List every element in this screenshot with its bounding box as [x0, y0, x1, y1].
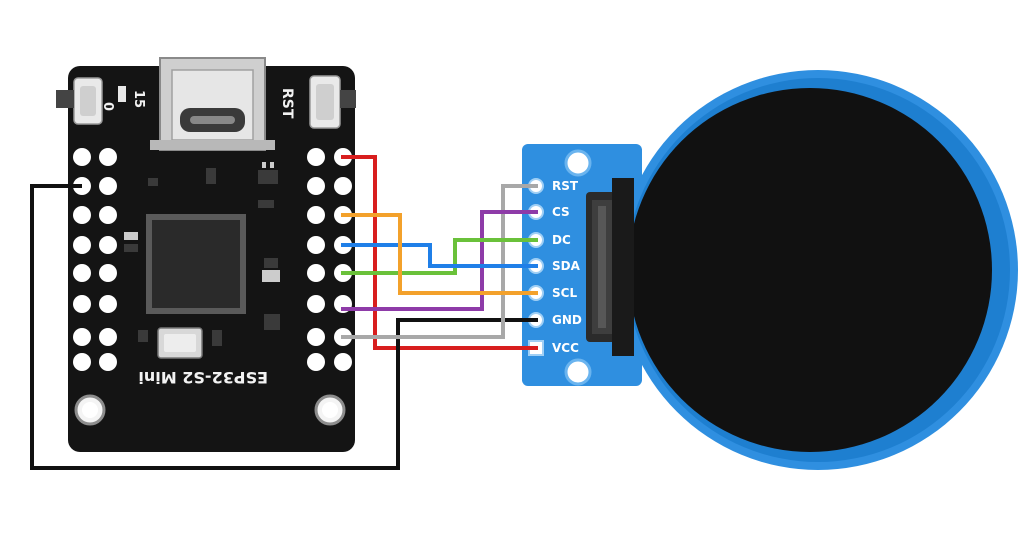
round-display-module: RST CS DC SDA SCL GND VCC — [522, 70, 1018, 470]
boot-button-number: 15 — [131, 90, 146, 108]
esp-pin-pad — [334, 177, 352, 195]
wire-sda — [341, 243, 538, 268]
esp-pin-pad — [73, 206, 91, 224]
wire-vcc — [341, 155, 538, 350]
crystal-oscillator — [157, 327, 203, 359]
boot-button-label: 0 — [100, 102, 115, 111]
reset-button-label: RST — [279, 88, 295, 119]
esp-pin-pad — [99, 236, 117, 254]
esp-pin-pad — [307, 295, 325, 313]
main-chip — [146, 214, 246, 314]
esp-pin-pad — [307, 177, 325, 195]
wire-gnd — [30, 184, 538, 470]
display-pin-label-dc: DC — [552, 233, 571, 247]
esp-pin-pad — [73, 295, 91, 313]
display-pin-label-sda: SDA — [552, 259, 581, 273]
esp-pin-pad — [307, 236, 325, 254]
boot-button[interactable] — [56, 77, 103, 125]
wire-rst — [341, 184, 538, 339]
wire-scl — [341, 213, 538, 295]
wire-cs — [341, 210, 538, 311]
esp-pin-pad — [73, 264, 91, 282]
display-pin-label-gnd: GND — [552, 313, 582, 327]
esp32-s2-mini-board: 0 15 RST — [56, 57, 356, 452]
esp-pin-pad — [99, 177, 117, 195]
usb-c-connector — [150, 57, 275, 151]
esp-pin-pad — [307, 206, 325, 224]
esp-pin-pad — [99, 328, 117, 346]
esp-pin-pad — [73, 353, 91, 371]
esp-pin-pad — [307, 264, 325, 282]
reset-button[interactable] — [309, 75, 356, 129]
esp-pin-pad — [99, 264, 117, 282]
esp-pin-pad — [334, 353, 352, 371]
esp-pin-pad — [307, 148, 325, 166]
esp-pin-pad — [99, 353, 117, 371]
display-pin-label-rst: RST — [552, 179, 579, 193]
esp-pin-pad — [99, 206, 117, 224]
display-pin-label-cs: CS — [552, 205, 570, 219]
esp-pin-pad — [99, 295, 117, 313]
display-ribbon-connector — [586, 178, 634, 356]
display-pin-label-scl: SCL — [552, 286, 577, 300]
display-screen — [628, 88, 992, 452]
esp-pin-pad — [73, 148, 91, 166]
smd-components — [124, 162, 280, 346]
esp-pin-pad — [307, 328, 325, 346]
display-pin-label-vcc: VCC — [552, 341, 579, 355]
display-mounting-hole — [564, 358, 592, 386]
esp-pin-pad — [73, 328, 91, 346]
esp-pin-pad — [73, 236, 91, 254]
esp-pin-pad — [99, 148, 117, 166]
wires — [30, 155, 538, 470]
esp-model-label: ESP32-S2 Mini — [138, 368, 268, 387]
display-mounting-hole — [564, 149, 592, 177]
esp-pin-pad — [307, 353, 325, 371]
